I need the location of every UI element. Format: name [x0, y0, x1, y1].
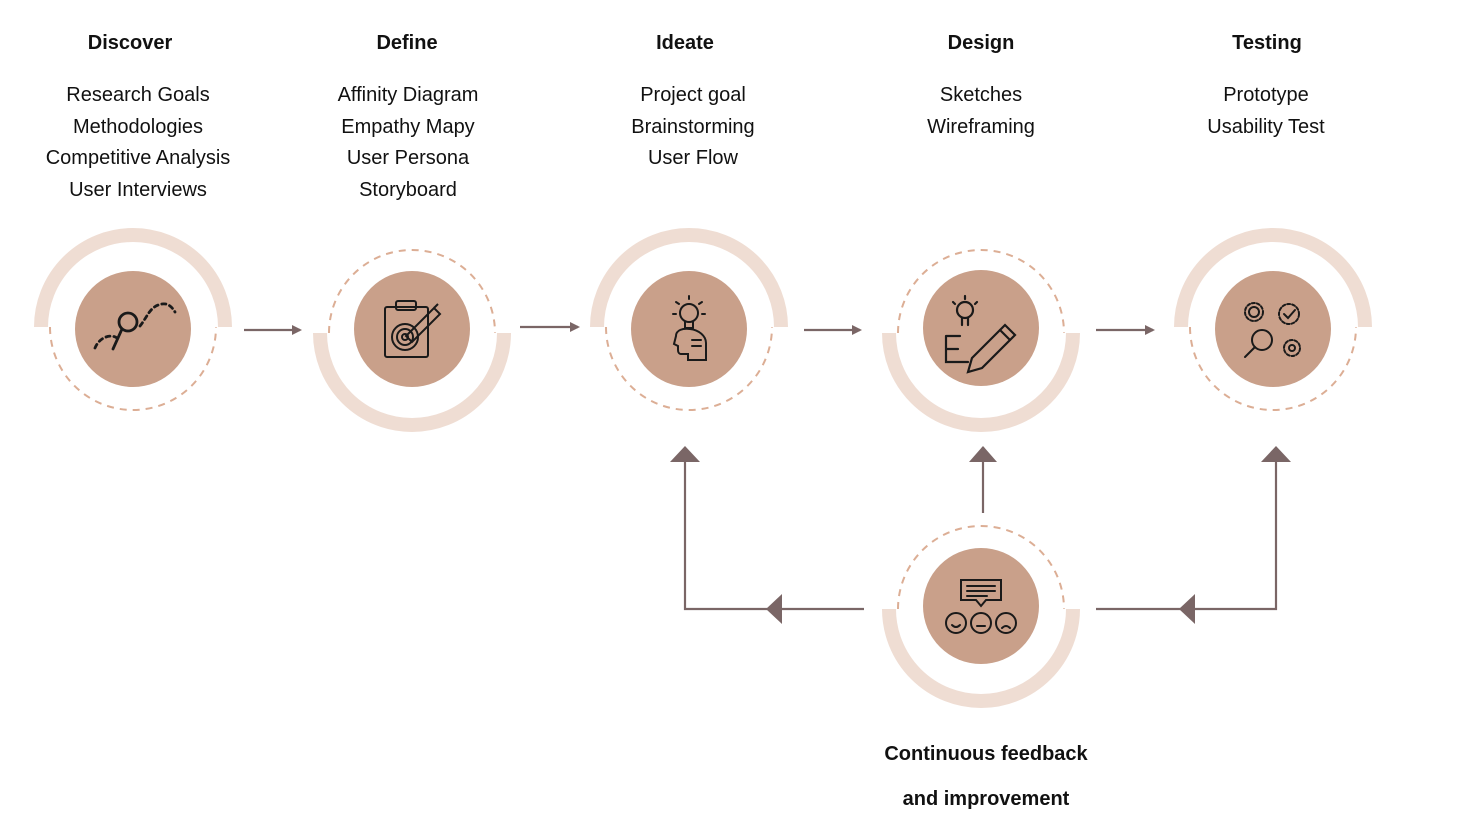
lightbulb-head-icon: [672, 295, 707, 361]
stage-item: Sketches: [939, 84, 1023, 106]
dashed-ring: [328, 249, 496, 334]
stage-item: User Flow: [647, 147, 738, 170]
stage-title-design: Design: [947, 32, 1015, 54]
progress-ring: [882, 608, 1080, 708]
dashed-ring: [605, 326, 773, 411]
stage-node-ideate: [590, 228, 788, 411]
stage-title-define: Define: [376, 32, 438, 54]
stage-node-discover: [34, 228, 232, 411]
progress-ring: [34, 228, 232, 328]
stage-item: User Interviews: [69, 179, 207, 202]
idea-pencil-icon: [944, 294, 1017, 374]
feedback-label-line1: Continuous feedback: [884, 743, 1088, 765]
arrow-feedback-to-testing: [1096, 450, 1278, 611]
stage-item: User Persona: [346, 147, 470, 170]
stage-node-define: [313, 249, 511, 432]
stage-title-ideate: Ideate: [656, 32, 714, 54]
stage-node-design: [882, 249, 1080, 432]
stage-item: Affinity Diagram: [337, 84, 479, 106]
stage-item: Prototype: [1223, 84, 1309, 106]
stage-item: Storyboard: [359, 179, 457, 202]
stage-item: Wireframing: [927, 115, 1035, 138]
arrow-feedback-to-ideate: [683, 450, 864, 611]
stage-title-testing: Testing: [1232, 32, 1302, 54]
progress-ring: [313, 332, 511, 432]
stage-item: Research Goals: [66, 84, 210, 106]
stage-items-ideate: Project goal Brainstorming User Flow: [543, 80, 843, 175]
progress-ring: [882, 332, 1080, 432]
feedback-node: [882, 525, 1080, 708]
stage-items-design: Sketches Wireframing: [831, 80, 1131, 143]
arrow-feedback-to-ideate-chevron: [766, 594, 782, 624]
dashed-ring: [897, 525, 1065, 610]
stage-item: Empathy Mapy: [341, 115, 475, 138]
progress-ring: [590, 228, 788, 328]
dashed-ring: [49, 326, 217, 411]
stage-items-testing: Prototype Usability Test: [1116, 80, 1416, 143]
discover-search-path-icon: [93, 302, 177, 351]
stage-item: Competitive Analysis: [45, 147, 231, 170]
stage-title-discover: Discover: [87, 32, 173, 54]
stage-item: Brainstorming: [631, 115, 755, 138]
dashed-ring: [1189, 326, 1357, 411]
stage-item: Usability Test: [1207, 115, 1325, 138]
gears-magnifier-icon: [1244, 302, 1301, 358]
arrow-feedback-to-testing-head: [1261, 446, 1291, 462]
clipboard-target-icon: [384, 300, 442, 358]
feedback-faces-icon: [945, 579, 1017, 634]
arrow-feedback-to-design-head: [969, 446, 997, 462]
arrow-feedback-to-ideate-head: [670, 446, 700, 462]
stage-circle: [923, 270, 1039, 386]
stage-items-discover: Research Goals Methodologies Competitive…: [0, 80, 288, 207]
arrow-feedback-to-testing-chevron: [1179, 594, 1195, 624]
dashed-ring: [897, 249, 1065, 334]
stage-item: Methodologies: [72, 115, 204, 138]
stage-circle: [1215, 271, 1331, 387]
progress-ring: [1174, 228, 1372, 328]
stage-node-testing: [1174, 228, 1372, 411]
feedback-label-line2: and improvement: [902, 788, 1070, 810]
stage-items-define: Affinity Diagram Empathy Mapy User Perso…: [258, 80, 558, 207]
stage-item: Project goal: [640, 84, 746, 106]
